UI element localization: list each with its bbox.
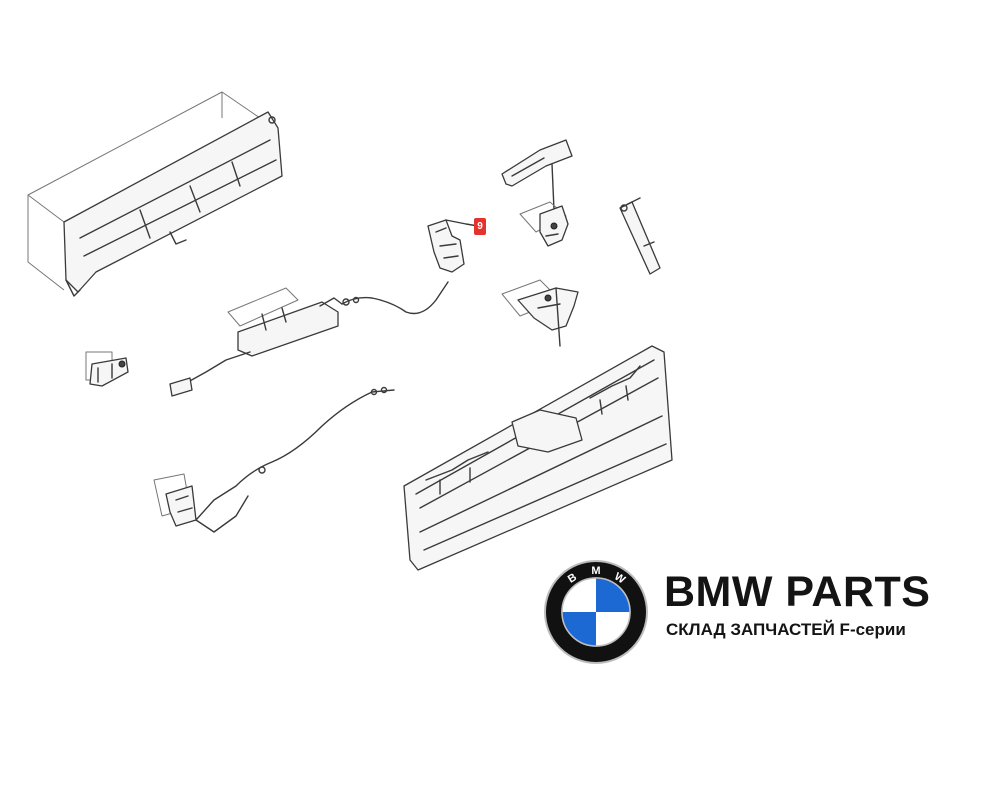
cable-assembly-part: [153, 386, 395, 533]
bmw-logo: B M W: [544, 560, 648, 664]
gas-strut-part: [619, 197, 661, 275]
lock-actuator-part: [169, 281, 449, 397]
part-callout-label: 9: [474, 218, 486, 235]
latch-switch-part: [427, 219, 479, 273]
hinge-bracket-part: [85, 351, 129, 387]
svg-text:M: M: [591, 565, 600, 577]
door-handle-part: [501, 139, 573, 211]
brand-subtitle: СКЛАД ЗАПЧАСТЕЙ F-серии: [666, 620, 906, 639]
brand-title: BMW PARTS: [664, 568, 931, 616]
tailgate-trim-panel-part: [403, 345, 673, 571]
lock-mechanism-upper-part: [519, 201, 569, 247]
lock-mechanism-lower-part: [501, 279, 579, 347]
trunk-crossmember-part: [27, 91, 283, 297]
